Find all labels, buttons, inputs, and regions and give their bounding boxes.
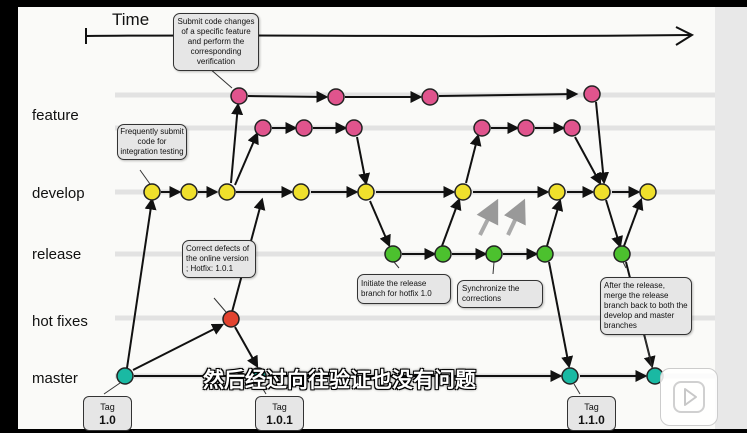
tag-1-0-1: Tag 1.0.1 bbox=[255, 396, 304, 431]
tag-1-1-0: Tag 1.1.0 bbox=[567, 396, 616, 431]
lane-label-release: release bbox=[32, 246, 82, 263]
lane-label-develop: develop bbox=[32, 185, 85, 202]
play-button[interactable] bbox=[660, 368, 718, 426]
commit-develop bbox=[218, 183, 236, 201]
commit-release bbox=[536, 245, 554, 263]
commit-feature bbox=[345, 119, 363, 137]
tag-1-0: Tag 1.0 bbox=[83, 396, 132, 431]
note-synchronize: Synchronize the corrections bbox=[457, 280, 543, 308]
commit-feature bbox=[254, 119, 272, 137]
play-icon bbox=[673, 381, 705, 413]
note-correct-defects: Correct defects of the online version ; … bbox=[182, 240, 256, 278]
commit-develop bbox=[357, 183, 375, 201]
note-submit-feature: Submit code changes of a specific featur… bbox=[173, 13, 259, 71]
commit-master bbox=[561, 367, 579, 385]
tag-label: Tag bbox=[584, 402, 599, 412]
commit-release bbox=[434, 245, 452, 263]
commit-develop bbox=[593, 183, 611, 201]
lane-label-feature: feature bbox=[32, 107, 79, 124]
tag-version: 1.0 bbox=[99, 413, 116, 427]
commit-feature bbox=[563, 119, 581, 137]
tag-version: 1.1.0 bbox=[578, 413, 605, 427]
commit-hotfix bbox=[222, 310, 240, 328]
note-initiate-release: Initiate the release branch for hotfix 1… bbox=[357, 274, 451, 304]
commit-feature bbox=[295, 119, 313, 137]
commit-develop bbox=[292, 183, 310, 201]
commit-feature bbox=[583, 85, 601, 103]
time-axis bbox=[85, 26, 695, 46]
commit-release bbox=[384, 245, 402, 263]
lane-label-master: master bbox=[32, 370, 78, 387]
commit-develop bbox=[454, 183, 472, 201]
commit-release bbox=[613, 245, 631, 263]
sync-arrows bbox=[476, 198, 526, 236]
lane-label-hotfixes: hot fixes bbox=[32, 313, 88, 330]
note-frequent-submit: Frequently submit code for integration t… bbox=[117, 124, 187, 160]
commit-develop bbox=[180, 183, 198, 201]
time-axis-label: Time bbox=[112, 10, 150, 29]
commit-master bbox=[116, 367, 134, 385]
note-after-release: After the release, merge the release bra… bbox=[600, 277, 692, 335]
commit-develop bbox=[143, 183, 161, 201]
commit-develop bbox=[548, 183, 566, 201]
commit-feature bbox=[421, 88, 439, 106]
commit-release bbox=[485, 245, 503, 263]
tag-label: Tag bbox=[100, 402, 115, 412]
commit-feature bbox=[517, 119, 535, 137]
tag-version: 1.0.1 bbox=[266, 413, 293, 427]
commit-develop bbox=[639, 183, 657, 201]
paper-background bbox=[18, 0, 715, 429]
commit-master bbox=[249, 367, 267, 385]
tag-label: Tag bbox=[272, 402, 287, 412]
commit-feature bbox=[473, 119, 491, 137]
commit-feature bbox=[230, 87, 248, 105]
commit-feature bbox=[327, 88, 345, 106]
video-subtitle: 然后经过向往验证也没有问题 bbox=[203, 368, 476, 392]
